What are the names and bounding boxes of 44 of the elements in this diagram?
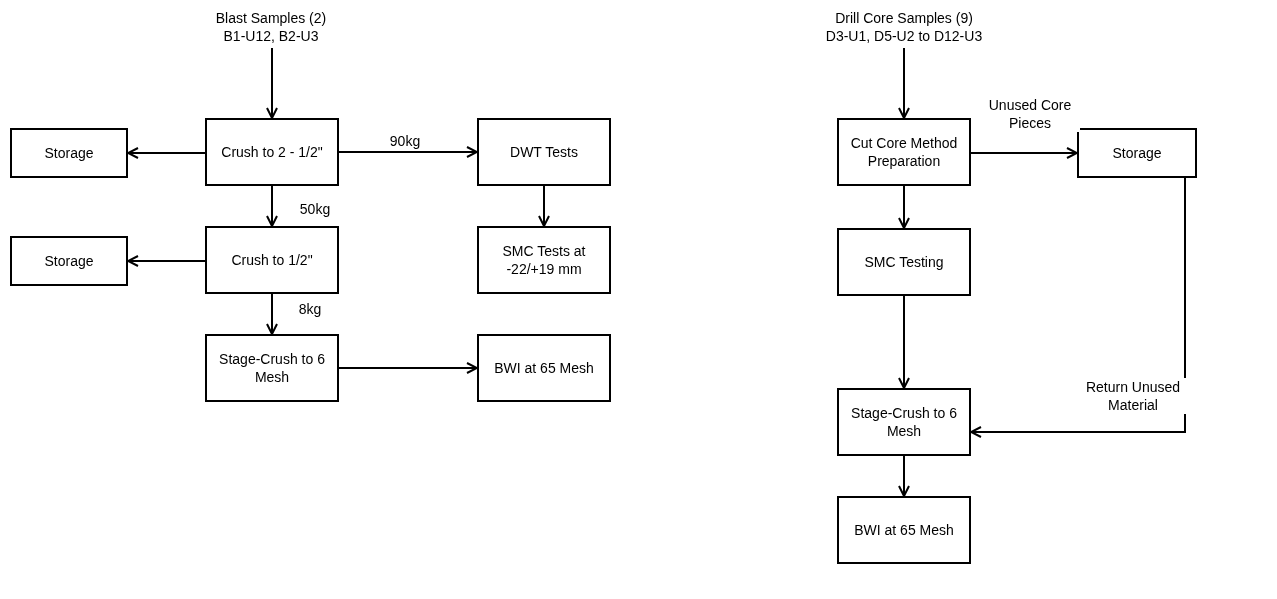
arrow xyxy=(127,147,206,159)
arrow xyxy=(970,177,1186,438)
box-label: Crush to 1/2" xyxy=(231,251,313,269)
arrow xyxy=(266,47,278,119)
box-label: Crush to 2 - 1/2" xyxy=(221,143,323,161)
process-box xyxy=(1077,128,1197,178)
arrow xyxy=(898,295,910,389)
sample-label: Drill Core Samples (9) xyxy=(835,9,973,27)
process-box xyxy=(477,118,611,186)
box-label: Storage xyxy=(44,144,94,162)
arrow xyxy=(898,185,910,229)
process-box xyxy=(837,228,971,296)
box-label: BWI at 65 Mesh xyxy=(854,521,954,539)
sample-label: D3-U1, D5-U2 to D12-U3 xyxy=(825,27,983,45)
box-label: DWT Tests xyxy=(510,143,578,161)
process-box xyxy=(837,118,971,186)
arrow xyxy=(970,147,1078,159)
process-box xyxy=(10,236,128,286)
arrow xyxy=(266,185,278,227)
arrow xyxy=(127,255,206,267)
process-box xyxy=(205,334,339,402)
arrow xyxy=(338,362,478,374)
arrow xyxy=(898,47,910,119)
box-label: Storage xyxy=(1112,144,1162,162)
process-box xyxy=(477,226,611,294)
box-label: Stage-Crush to 6 Mesh xyxy=(218,350,326,386)
box-label: Cut Core Method Preparation xyxy=(849,134,959,170)
box-label: SMC Tests at -22/+19 mm xyxy=(501,242,587,278)
sample-label: B1-U12, B2-U3 xyxy=(223,27,319,45)
process-box xyxy=(477,334,611,402)
sample-label: Blast Samples (2) xyxy=(215,9,327,27)
process-box xyxy=(205,118,339,186)
process-box xyxy=(837,388,971,456)
box-label: Storage xyxy=(44,252,94,270)
box-label: SMC Testing xyxy=(864,253,944,271)
process-box xyxy=(205,226,339,294)
arrow xyxy=(266,293,278,335)
box-label: Stage-Crush to 6 Mesh xyxy=(850,404,958,440)
process-box xyxy=(837,496,971,564)
arrow xyxy=(538,185,550,227)
arrow xyxy=(338,146,478,158)
arrow xyxy=(898,455,910,497)
box-label: BWI at 65 Mesh xyxy=(494,359,594,377)
process-box xyxy=(10,128,128,178)
